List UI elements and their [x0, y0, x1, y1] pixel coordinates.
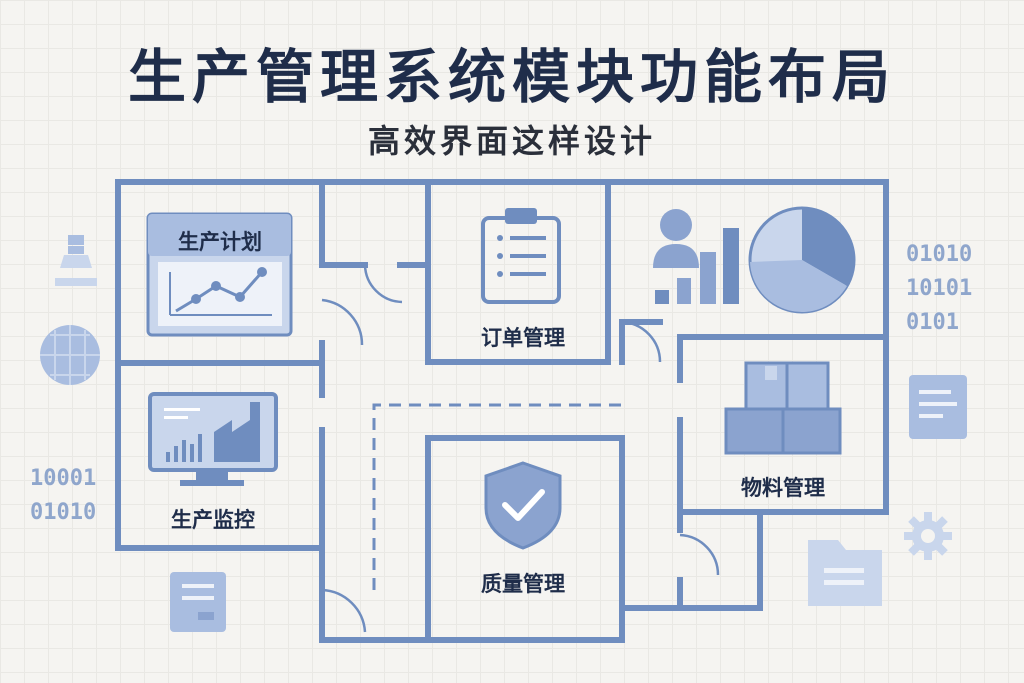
binary-line: 10001: [30, 466, 97, 491]
room-label-production-plan: 生产计划: [178, 230, 262, 254]
binary-text-left: 10001 01010: [30, 462, 96, 530]
door-arc-corridor: [363, 264, 403, 304]
page-title: 生产管理系统模块功能布局: [127, 43, 896, 111]
document-icon-left: [170, 572, 226, 632]
document-icon-right: [909, 375, 967, 439]
dashed-corridor: [372, 403, 622, 590]
wall-monitor-room: [115, 360, 325, 551]
lighthouse-icon: [55, 235, 97, 286]
room-label-order-management: 订单管理: [481, 326, 565, 350]
bar-pie-chart-icon: [653, 206, 856, 314]
globe-icon: [40, 325, 100, 385]
room-label-quality-management: 质量管理: [481, 572, 565, 596]
page-subtitle: 高效界面这样设计: [367, 122, 656, 160]
wall-material-room: [677, 334, 889, 383]
shield-check-icon: [484, 461, 562, 550]
wall-quality-room: [425, 435, 625, 643]
boxes-icon: [724, 361, 842, 455]
gear-icon: [904, 512, 952, 560]
factory-monitor-icon: [148, 392, 278, 486]
door-arc-lower: [679, 533, 720, 576]
door-arc-plan: [321, 298, 364, 346]
binary-line: 0101: [906, 310, 959, 335]
binary-line: 01010: [30, 500, 97, 525]
room-label-production-monitoring: 生产监控: [171, 508, 255, 532]
room-label-material-management: 物料管理: [741, 476, 825, 500]
binary-line: 01010: [906, 242, 973, 267]
folder-icon: [808, 540, 882, 606]
door-arc-monitor: [321, 588, 367, 633]
line-chart-icon: [146, 212, 293, 337]
binary-line: 10101: [906, 276, 973, 301]
clipboard-icon: [481, 208, 561, 304]
binary-text-right: 01010 10101 0101: [906, 238, 972, 340]
wall-order-room: [425, 179, 611, 365]
door-arc-analytics: [621, 320, 662, 363]
wall-plan-room: [115, 340, 325, 366]
